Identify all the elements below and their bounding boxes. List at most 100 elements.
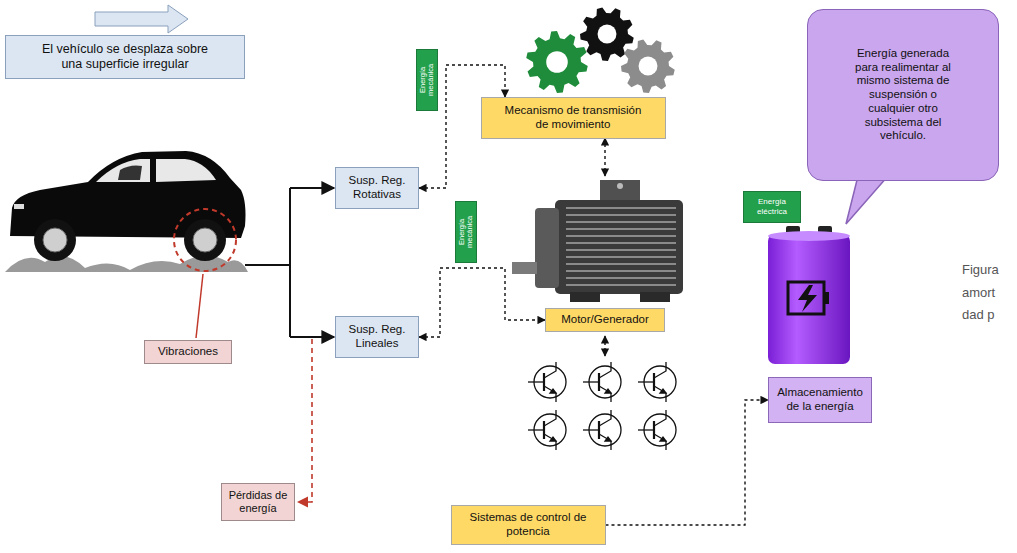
dashed-connector xyxy=(606,400,769,525)
illustration-part xyxy=(544,386,556,402)
bubble-tail xyxy=(846,176,888,224)
figure-caption-fragment: dad p xyxy=(962,307,995,322)
illustration-part xyxy=(156,159,216,182)
illustration-part xyxy=(654,386,666,402)
cooling-fin xyxy=(566,235,676,237)
branch-lines xyxy=(245,188,334,337)
illustration-part xyxy=(583,381,599,382)
illustration-part xyxy=(638,381,654,382)
illustration-part xyxy=(289,188,291,337)
leader-line xyxy=(196,274,203,338)
illustration-part xyxy=(290,336,334,338)
motor-box: Motor/Generador xyxy=(545,308,665,332)
illustration-part xyxy=(599,362,611,378)
node-text: Pérdidas de energía xyxy=(226,489,290,515)
transmission-box: Mecanismo de transmisión de movimiento xyxy=(481,97,666,139)
illustration-part xyxy=(550,389,556,393)
gear-hole xyxy=(546,51,568,73)
illustration-part xyxy=(653,421,655,439)
illustration-part xyxy=(768,234,850,364)
npn-transistor xyxy=(638,410,676,450)
illustration-part xyxy=(543,421,545,439)
illustration-part xyxy=(528,381,544,382)
npn-transistor xyxy=(638,362,676,402)
vibration-label: Vibraciones xyxy=(144,340,232,364)
illustration-part xyxy=(566,208,676,285)
cooling-fin xyxy=(566,214,676,216)
figure-caption-fragment: amort xyxy=(962,285,995,300)
illustration-part xyxy=(583,429,599,430)
loss-arrow xyxy=(298,339,312,502)
illustration-part xyxy=(604,336,605,356)
battery xyxy=(768,226,850,364)
cooling-fin xyxy=(566,263,676,265)
illustration-part xyxy=(544,434,556,450)
loss-box: Pérdidas de energía xyxy=(221,483,295,521)
gear xyxy=(621,39,675,93)
illustration-part xyxy=(598,373,600,391)
node-text: Mecanismo de transmisión de movimiento xyxy=(498,104,648,132)
node-text: Motor/Generador xyxy=(561,313,649,327)
node-text: Energía eléctrica xyxy=(748,197,796,216)
illustration-part xyxy=(543,373,545,391)
illustration-part xyxy=(555,200,683,294)
node-text: Energía mecánica xyxy=(419,53,435,107)
gear xyxy=(526,31,588,93)
suspension-box: Susp. Reg. Lineales xyxy=(335,316,419,358)
illustration-part xyxy=(598,421,600,439)
energy-tag: Energía eléctrica xyxy=(743,191,801,223)
illustration-part xyxy=(96,159,150,182)
cooling-fin xyxy=(566,228,676,230)
illustration-part xyxy=(245,264,290,266)
illustration-part xyxy=(535,208,559,288)
illustration-part xyxy=(550,437,556,441)
illustration-part xyxy=(617,183,623,189)
illustration-part xyxy=(605,389,611,393)
direction-arrow xyxy=(95,5,188,33)
node-text: Sistemas de control de potencia xyxy=(457,511,599,539)
node-text: Susp. Reg. Rotativas xyxy=(340,174,414,202)
illustration-part xyxy=(638,429,654,430)
npn-transistor xyxy=(583,362,621,402)
gear-hole xyxy=(598,25,617,44)
vibration-highlight xyxy=(174,209,236,271)
illustration-part xyxy=(544,410,556,426)
illustration-part xyxy=(512,262,537,274)
car xyxy=(10,151,246,261)
illustration-part xyxy=(570,292,600,302)
suspension-box: Susp. Reg. Rotativas xyxy=(335,167,419,209)
cooling-fin xyxy=(566,242,676,244)
illustration-part xyxy=(824,292,829,304)
motor-generator xyxy=(512,180,683,302)
illustration-part xyxy=(599,386,611,402)
npn-transistor xyxy=(583,410,621,450)
npn-transistor xyxy=(528,410,566,450)
illustration-part xyxy=(654,410,666,426)
storage-box: Almacenamiento de la energía xyxy=(768,377,872,423)
illustration-part xyxy=(43,228,67,252)
gear-hole xyxy=(639,57,658,76)
illustration-part xyxy=(599,434,611,450)
illustration-part xyxy=(600,180,640,202)
speech-bubble: Energía generada para realimentar al mis… xyxy=(807,9,999,181)
node-text: Almacenamiento de la energía xyxy=(773,386,867,414)
illustration-part xyxy=(653,373,655,391)
illustration-part xyxy=(654,434,666,450)
node-text: Energía mecánica xyxy=(458,205,474,259)
gears xyxy=(526,7,674,93)
illustration-part xyxy=(14,204,24,209)
cooling-fin xyxy=(566,249,676,251)
illustration-part xyxy=(528,429,544,430)
illustration-part xyxy=(544,362,556,378)
illustration-part xyxy=(184,219,226,261)
illustration-part xyxy=(34,219,76,261)
cooling-fin xyxy=(566,207,676,209)
illustration-part xyxy=(605,437,611,441)
illustration-part xyxy=(640,292,670,302)
cooling-fin xyxy=(566,256,676,258)
illustration-part xyxy=(798,285,817,312)
illustration-part xyxy=(604,138,605,176)
npn-transistor xyxy=(528,362,566,402)
